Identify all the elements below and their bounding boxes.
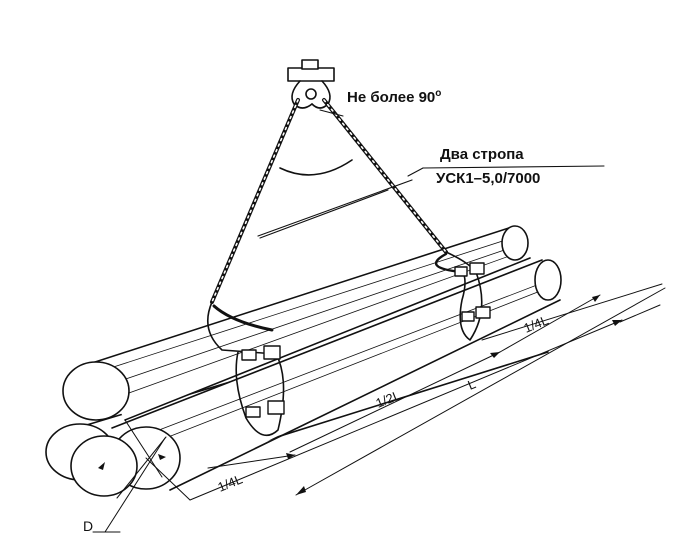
dim-quarter-left: 1/4L <box>216 471 245 494</box>
sling-left <box>206 98 300 437</box>
slings-title-label: Два стропа <box>440 146 524 163</box>
diameter-leader <box>92 436 167 533</box>
dim-length: L <box>466 376 478 393</box>
sling-clamps <box>241 262 491 418</box>
max-angle-label: Не более 90o <box>347 88 441 106</box>
diameter-label: D <box>83 518 94 534</box>
max-angle-text: Не более 90 <box>347 89 436 106</box>
degree-mark: o <box>435 88 442 99</box>
angle-arc <box>279 159 353 176</box>
leader-lines <box>257 109 605 239</box>
slings-model-label: УСК1–5,0/7000 <box>436 170 541 187</box>
dimension-lines <box>98 283 666 501</box>
